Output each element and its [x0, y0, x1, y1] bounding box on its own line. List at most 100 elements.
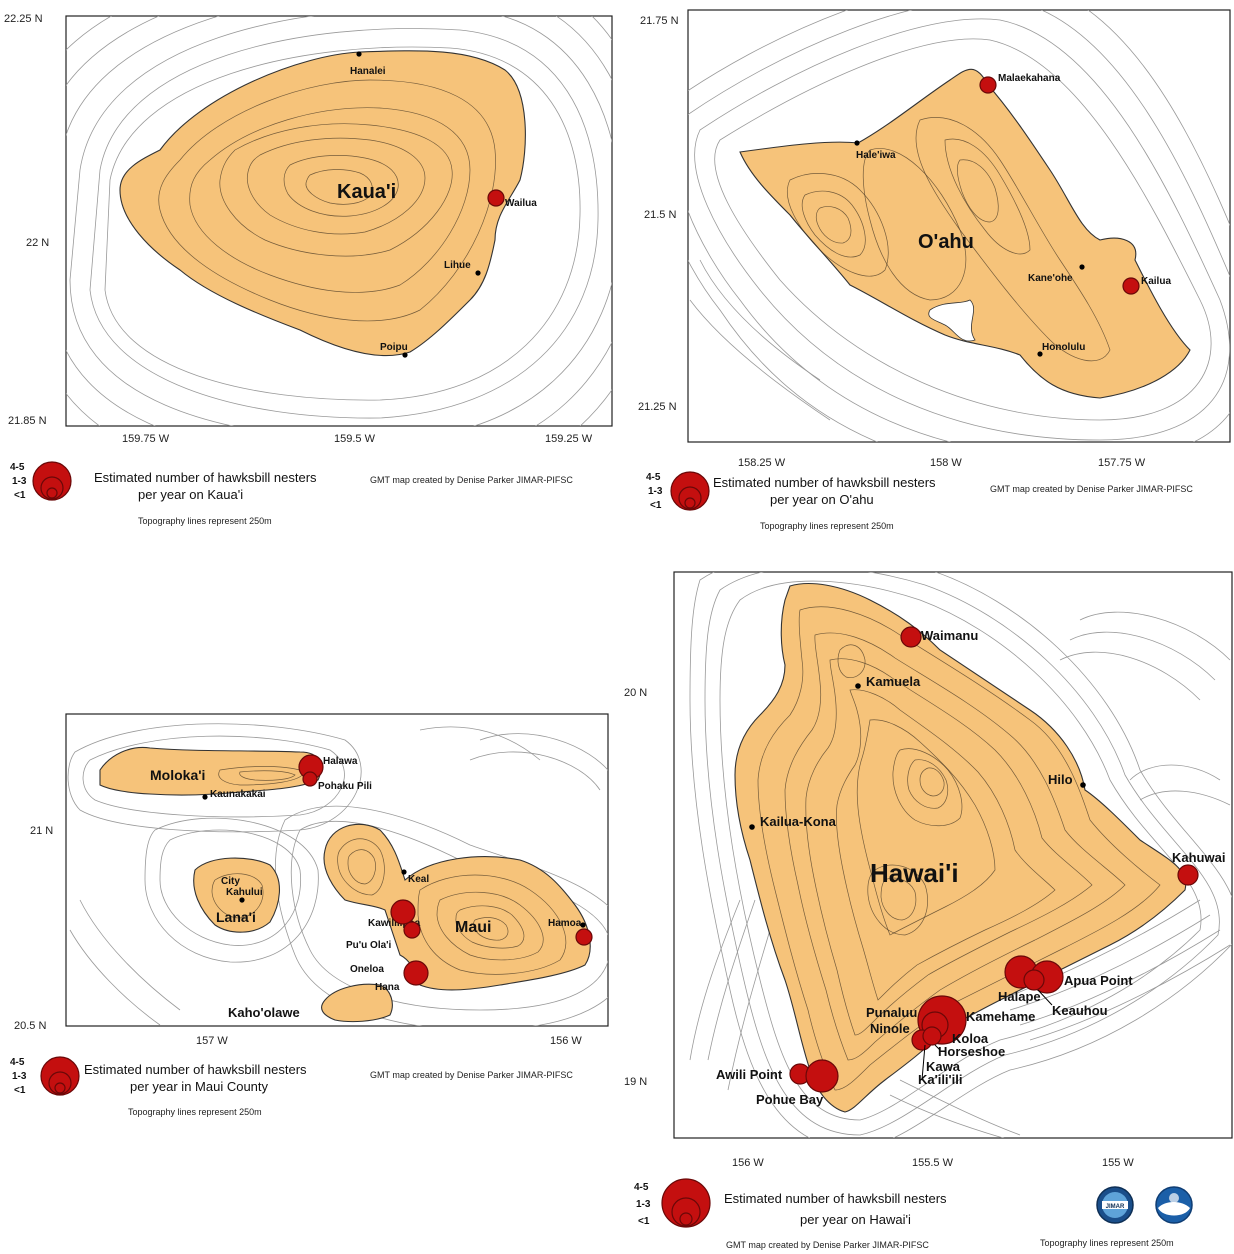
- oahu-legend-line1: Estimated number of hawksbill nesters: [713, 475, 936, 490]
- hawaii-lon-tick: 155.5 W: [912, 1157, 954, 1169]
- oahu-malaekahana-nest-marker: [979, 76, 997, 94]
- maui-place-keal: Kawililipoa: [368, 918, 421, 929]
- legend-small-circle: [54, 1082, 66, 1094]
- kauai-credit: GMT map created by Denise Parker JIMAR-P…: [370, 475, 573, 485]
- kauai-land-contours: [158, 79, 496, 322]
- kauai-legend-line2: per year on Kaua'i: [138, 487, 243, 502]
- kahului-dot: [401, 869, 407, 875]
- legend-category: <1: [650, 500, 662, 511]
- maui-legend: 4-5 1-3 <1 Estimated number of hawksbill…: [10, 1056, 573, 1117]
- legend-category: 4-5: [634, 1182, 649, 1193]
- maui-credit: GMT map created by Denise Parker JIMAR-P…: [370, 1070, 573, 1080]
- kauai-place-hanalei: Hanalei: [350, 66, 386, 77]
- legend-small-circle: [46, 487, 58, 499]
- maui-place-kawililipoa: Pu'u Ola'i: [346, 940, 392, 951]
- hawaii-place-punaluu: Punaluu: [866, 1005, 917, 1020]
- kauai-topo-note: Topography lines represent 250m: [138, 516, 272, 526]
- hawaii-place-kamuela: Kamuela: [866, 674, 921, 689]
- hawaii-place-keauhou: Keauhou: [1052, 1003, 1108, 1018]
- molokai-contours: [218, 766, 306, 786]
- maui-pohaku-pili-nest-marker: [302, 771, 318, 787]
- oahu-lat-tick: 21.75 N: [640, 15, 679, 27]
- oahu-lat-tick: 21.25 N: [638, 401, 677, 413]
- kauai-island-label: Kaua'i: [337, 181, 396, 203]
- hawaii-legend-line2: per year on Hawai'i: [800, 1212, 911, 1227]
- maui-puu-olai-nest-marker: [403, 960, 429, 986]
- maui-place-kaunakakai: Kaunakakai: [210, 789, 266, 800]
- hawaii-place-koloa: Koloa: [952, 1031, 989, 1046]
- maui-place-lanai: City: [221, 876, 240, 887]
- oahu-haleiwa-dot: [854, 140, 860, 146]
- legend-category: <1: [14, 1085, 26, 1096]
- oahu-topo-note: Topography lines represent 250m: [760, 521, 894, 531]
- hawaii-legend-line1: Estimated number of hawksbill nesters: [724, 1191, 947, 1206]
- kauai-island-shape: [119, 50, 526, 357]
- maui-keal-nest-marker: [390, 899, 416, 925]
- kauai-lihue-dot: [475, 270, 481, 276]
- oahu-legend: 4-5 1-3 <1 Estimated number of hawksbill…: [646, 471, 1193, 531]
- legend-category: 4-5: [10, 1057, 25, 1068]
- oahu-lon-tick: 158.25 W: [738, 457, 786, 469]
- kauai-legend: 4-5 1-3 <1 Estimated number of hawksbill…: [10, 461, 573, 526]
- molokai-island-label: Moloka'i: [150, 767, 205, 783]
- hawaii-island-label: Hawai'i: [870, 858, 959, 888]
- legend-small-circle: [684, 497, 696, 509]
- kauai-lat-tick: 21.85 N: [8, 415, 47, 427]
- maui-hamoa-nest-marker: [575, 928, 593, 946]
- oahu-place-haleiwa: Hale'iwa: [856, 150, 896, 161]
- hawaii-sea-contours: [689, 572, 1232, 1138]
- maui-sea-contours: [67, 723, 608, 1026]
- maui-island-shape: [323, 823, 591, 991]
- jimar-logo: JIMAR: [1096, 1186, 1134, 1224]
- hawaii-koloa-nest-marker: [922, 1026, 942, 1046]
- molokai-contours: [239, 770, 296, 781]
- hawaii-place-awili-point: Awili Point: [716, 1067, 783, 1082]
- legend-category: <1: [638, 1216, 650, 1227]
- kailua-kona-dot: [749, 824, 755, 830]
- hawaii-legend: 4-5 1-3 <1 Estimated number of hawksbill…: [634, 1178, 1193, 1250]
- legend-medium-circle: [671, 1197, 701, 1227]
- hawaii-place-waimanu: Waimanu: [921, 628, 978, 643]
- oahu-sea-contours: [688, 10, 1230, 442]
- hawaii-keauhou-nest-marker: [1023, 969, 1045, 991]
- oahu-legend-line2: per year on O'ahu: [770, 492, 874, 507]
- kauai-legend-line1: Estimated number of hawksbill nesters: [94, 470, 317, 485]
- legend-category: 1-3: [12, 1071, 27, 1082]
- oahu-map-panel: O'ahu Malaekahana Hale'iwa Kane'ohe Kail…: [638, 9, 1231, 531]
- oahu-place-malaekahana: Malaekahana: [998, 73, 1061, 84]
- maui-lon-tick: 156 W: [550, 1035, 582, 1047]
- oahu-honolulu-dot: [1037, 351, 1043, 357]
- hawaii-lon-tick: 155 W: [1102, 1157, 1134, 1169]
- hawaii-place-kawa: Kawa: [926, 1059, 961, 1074]
- kauai-lon-tick: 159.75 W: [122, 433, 170, 445]
- oahu-island-label: O'ahu: [918, 231, 974, 253]
- hawaii-place-kamehame: Kamehame: [966, 1009, 1035, 1024]
- maui-lon-tick: 157 W: [196, 1035, 228, 1047]
- lanai-island-shape: [193, 857, 281, 933]
- oahu-place-honolulu: Honolulu: [1042, 342, 1085, 353]
- kauai-place-poipu: Poipu: [380, 342, 408, 353]
- kauai-lon-tick: 159.25 W: [545, 433, 593, 445]
- maui-legend-line1: Estimated number of hawksbill nesters: [84, 1062, 307, 1077]
- hawaii-place-kahuwai: Kahuwai: [1172, 850, 1225, 865]
- legend-category: 1-3: [636, 1199, 651, 1210]
- oahu-place-kailua: Kailua: [1141, 276, 1171, 287]
- hawaii-lon-tick: 156 W: [732, 1157, 764, 1169]
- hawaii-pohue-bay-nest-marker: [805, 1059, 839, 1093]
- oahu-island-shape: [739, 68, 1191, 399]
- legend-small-circle: [679, 1212, 693, 1226]
- maui-lat-tick: 21 N: [30, 825, 53, 837]
- oahu-pearl-harbor: [928, 299, 976, 342]
- kauai-sea-contours: [66, 16, 612, 426]
- hawaii-place-kailua-kona: Kailua-Kona: [760, 814, 837, 829]
- maui-place-city: Kahului: [226, 887, 263, 898]
- kauai-lat-tick: 22.25 N: [4, 13, 43, 25]
- kauai-lat-tick: 22 N: [26, 237, 49, 249]
- maui-island-label: Maui: [455, 919, 491, 936]
- legend-category: 1-3: [12, 476, 27, 487]
- maui-land-contours: [337, 838, 567, 975]
- hawaii-kahuwai-nest-marker: [1177, 864, 1199, 886]
- maui-place-puu-olai: Oneloa: [350, 964, 384, 975]
- hawaii-map-panel: Hawai'i Waimanu Kamuela Hilo Kailua-Kona…: [624, 571, 1233, 1250]
- legend-category: <1: [14, 490, 26, 501]
